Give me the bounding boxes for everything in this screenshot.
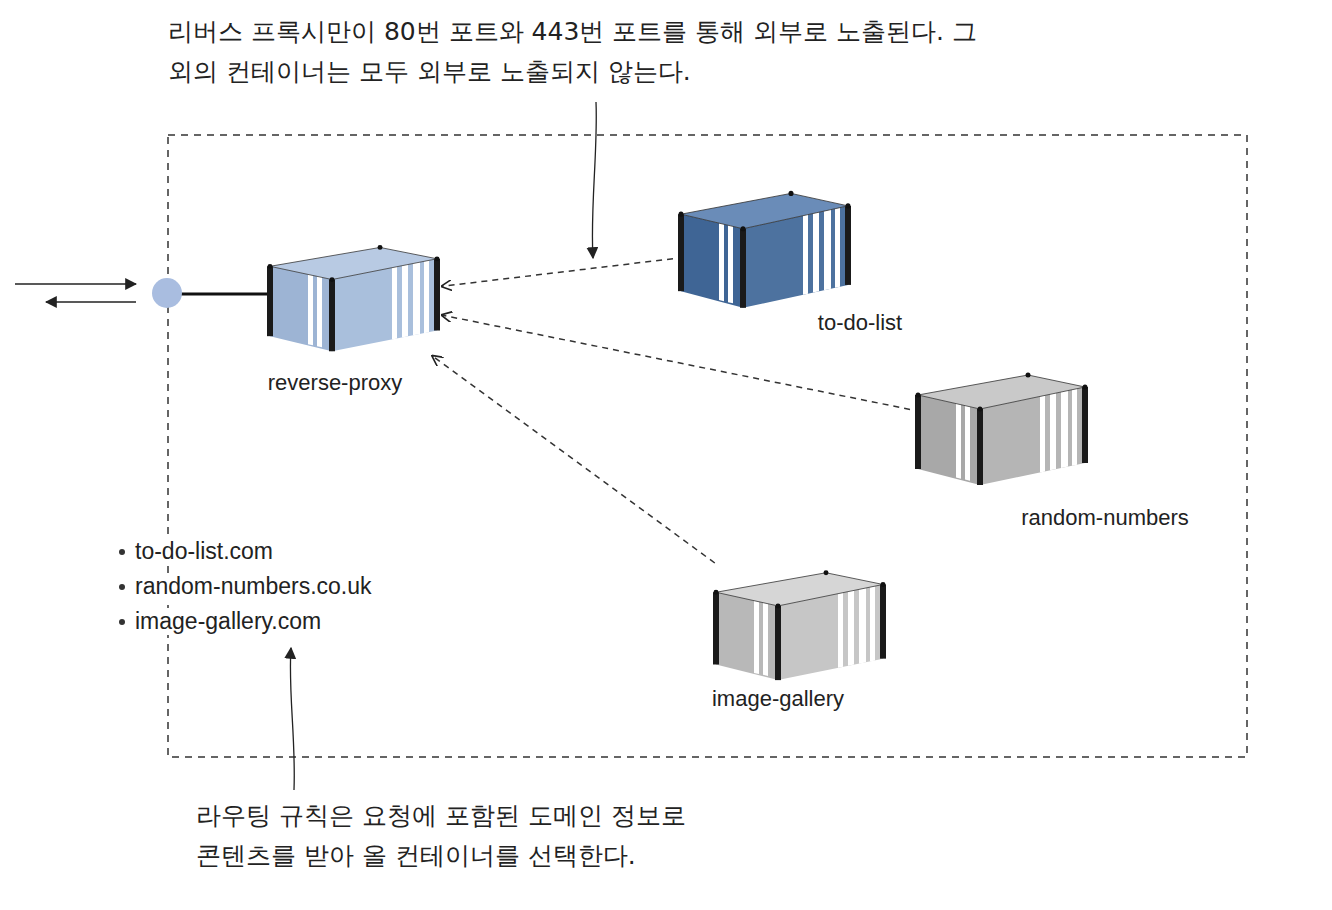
bullet-dot	[119, 619, 125, 625]
container-name: reverse-proxy	[266, 370, 404, 396]
domain-item: image-gallery.com	[135, 608, 321, 635]
container-name: image-gallery	[710, 686, 846, 712]
container-node: random-numbers	[910, 365, 1090, 490]
container-name: random-numbers	[1019, 505, 1191, 531]
dashed-connector	[433, 356, 715, 563]
container-icon	[673, 183, 853, 313]
domain-item: random-numbers.co.uk	[135, 573, 372, 600]
domain-item: to-do-list.com	[135, 538, 273, 565]
container-node: to-do-list	[673, 183, 853, 313]
container-icon	[910, 365, 1090, 490]
container-name: to-do-list	[816, 310, 904, 336]
callout-note: 리버스 프록시만이 80번 포트와 443번 포트를 통해 외부로 노출된다. …	[168, 12, 1018, 92]
bullet-dot	[119, 549, 125, 555]
callout-note: 라우팅 규칙은 요청에 포함된 도메인 정보로 콘텐츠를 받아 올 컨테이너를 …	[196, 796, 756, 876]
container-icon	[262, 238, 442, 356]
container-icon	[708, 563, 888, 685]
bullet-dot	[119, 584, 125, 590]
dashed-connector	[442, 259, 673, 287]
container-node: image-gallery	[708, 563, 888, 685]
container-node: reverse-proxy	[262, 238, 442, 356]
